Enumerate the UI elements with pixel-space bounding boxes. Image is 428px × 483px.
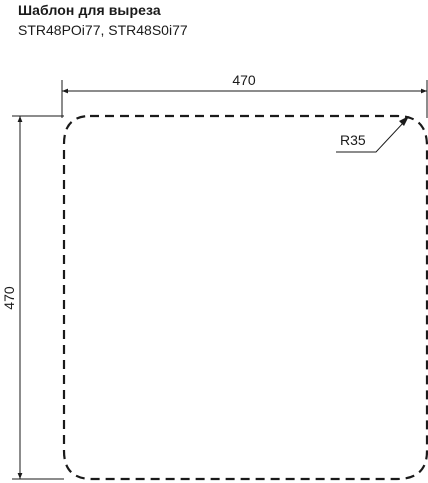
width-label: 470 — [232, 72, 256, 88]
model-numbers: STR48POi77, STR48S0i77 — [18, 22, 188, 38]
radius-leader — [336, 121, 405, 153]
radius-label: R35 — [340, 132, 366, 148]
radius-leader-arrow — [399, 116, 409, 126]
template-title: Шаблон для выреза — [18, 2, 161, 18]
cutout-outline — [62, 114, 428, 481]
height-label: 470 — [1, 286, 17, 310]
